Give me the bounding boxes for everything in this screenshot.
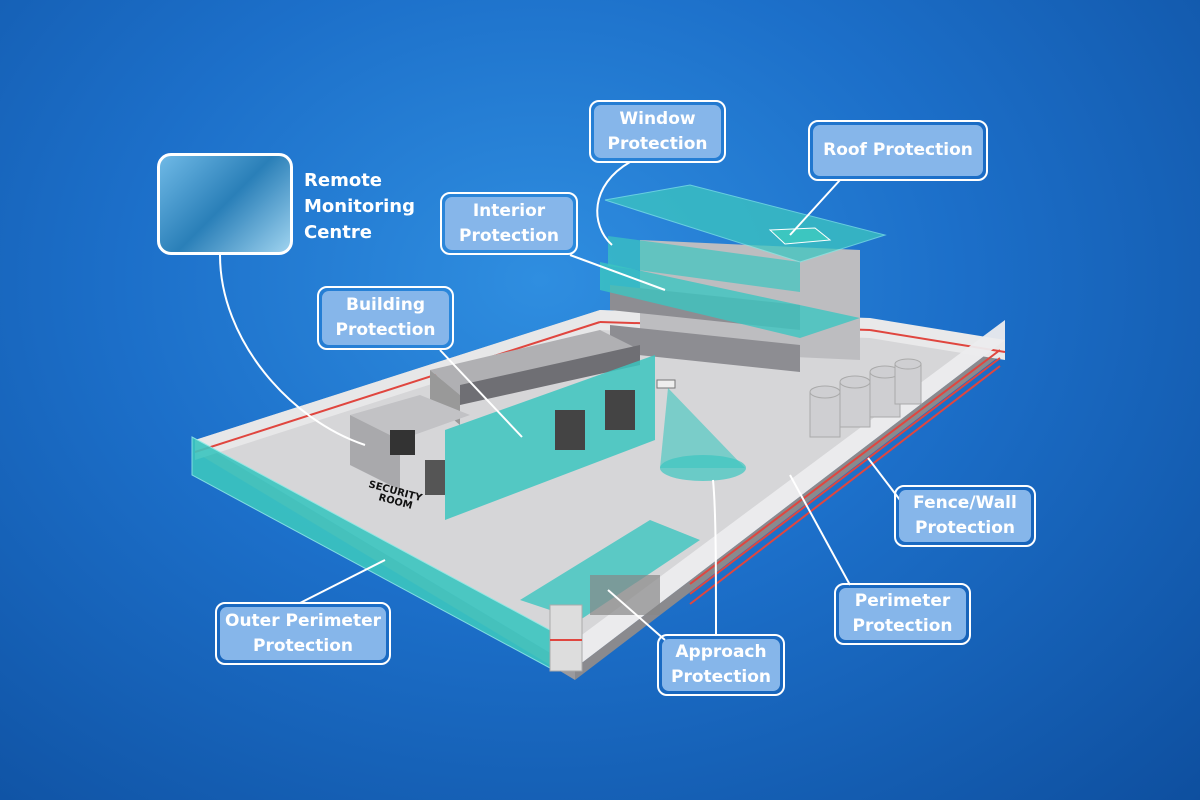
camera-cone [656, 379, 746, 481]
interior-protection-plane [600, 262, 860, 338]
outer-perimeter-wall [191, 436, 583, 672]
label-outer-perimeter-protection: Outer Perimeter Protection [215, 602, 391, 665]
label-text: Window Protection [594, 105, 721, 158]
label-text: Outer Perimeter Protection [220, 607, 386, 660]
office-building [600, 184, 887, 372]
gate [590, 575, 660, 615]
label-text: Roof Protection [813, 125, 983, 176]
remote-monitoring-photo [157, 153, 293, 255]
label-fence-wall-protection: Fence/Wall Protection [894, 485, 1036, 547]
window-protection-plane [608, 236, 800, 292]
label-interior-protection: Interior Protection [440, 192, 578, 255]
site-floor [195, 310, 1005, 668]
label-text: Approach Protection [662, 639, 780, 691]
building-protection-plane [445, 355, 655, 520]
remote-monitoring-label: Remote Monitoring Centre [304, 170, 415, 243]
label-text: Fence/Wall Protection [899, 490, 1031, 542]
label-text: Building Protection [322, 291, 449, 345]
label-building-protection: Building Protection [317, 286, 454, 350]
warehouse [350, 330, 655, 520]
roof-protection-plane [604, 184, 887, 263]
label-text: Perimeter Protection [839, 588, 966, 640]
label-roof-protection: Roof Protection [808, 120, 988, 181]
storage-tanks [809, 358, 922, 438]
site-base-right [575, 340, 1005, 680]
approach-protection-area [520, 520, 700, 620]
label-text: Interior Protection [445, 197, 573, 250]
label-perimeter-protection: Perimeter Protection [834, 583, 971, 645]
label-approach-protection: Approach Protection [657, 634, 785, 696]
label-window-protection: Window Protection [589, 100, 726, 163]
